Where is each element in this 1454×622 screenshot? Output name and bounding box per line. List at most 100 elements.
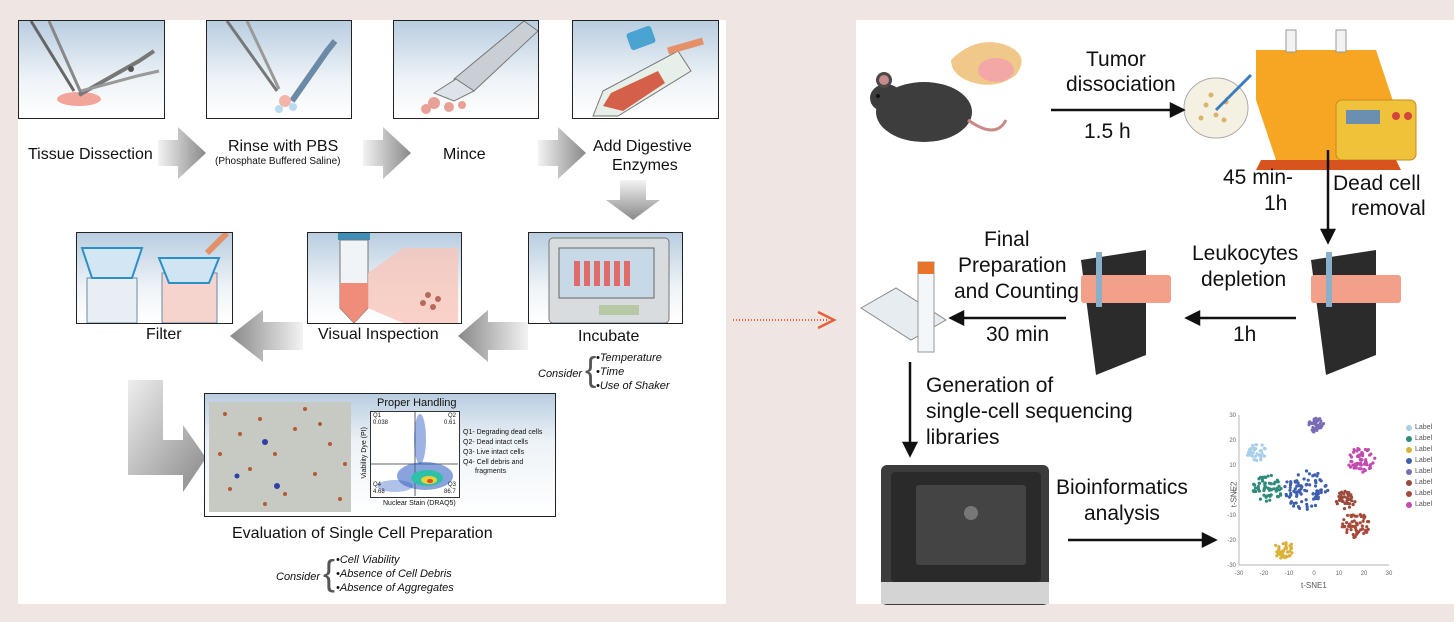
tsne-point bbox=[1251, 443, 1255, 448]
tsne-point bbox=[1314, 420, 1318, 424]
tsne-point bbox=[1358, 453, 1362, 457]
quadrant-q4: Q4 bbox=[373, 482, 382, 488]
tsne-point bbox=[1284, 541, 1288, 545]
tsne-point bbox=[1305, 507, 1309, 511]
incubate-consider-item-2: •Time bbox=[596, 366, 625, 378]
tsne-point bbox=[1373, 456, 1377, 460]
tsne-point bbox=[1359, 528, 1363, 532]
evaluation-consider-item-2: •Absence of Cell Debris bbox=[336, 568, 452, 580]
tsne-point bbox=[1269, 493, 1273, 497]
tsne-point bbox=[1273, 480, 1277, 484]
tsne-y-tick: -30 bbox=[1227, 563, 1236, 569]
right-workflow-panel: Tumor dissociation 1.5 h 45 min- 1h Dead… bbox=[856, 20, 1454, 605]
tsne-point bbox=[1254, 443, 1258, 447]
quadrant-legend-2: Q2- Dead intact cells bbox=[463, 439, 528, 446]
tsne-point bbox=[1308, 483, 1312, 487]
tsne-point bbox=[1343, 501, 1347, 506]
tumor-label-1: Tumor bbox=[1086, 48, 1146, 71]
step-tissue-dissection-label: Tissue Dissection bbox=[28, 146, 153, 163]
tsne-point bbox=[1316, 471, 1320, 476]
tsne-point bbox=[1358, 462, 1362, 466]
tumor-time: 1.5 h bbox=[1084, 120, 1131, 143]
tsne-point bbox=[1366, 448, 1370, 452]
tsne-point bbox=[1275, 489, 1279, 493]
tsne-point bbox=[1311, 474, 1315, 478]
tsne-point bbox=[1315, 474, 1319, 478]
incubate-image bbox=[528, 232, 683, 324]
generation-label-1: Generation of bbox=[926, 374, 1054, 397]
tsne-point bbox=[1305, 505, 1309, 509]
tsne-point bbox=[1345, 528, 1349, 532]
evaluation-consider-label: Consider bbox=[276, 571, 321, 583]
tsne-point bbox=[1362, 516, 1366, 520]
tsne-y-tick: 20 bbox=[1229, 438, 1236, 444]
tsne-point bbox=[1343, 495, 1347, 499]
tsne-point bbox=[1341, 524, 1346, 529]
tsne-point bbox=[1312, 417, 1316, 421]
evaluation-consider-item-3: •Absence of Aggregates bbox=[336, 582, 454, 594]
tsne-legend-item: Label bbox=[1406, 477, 1432, 488]
tsne-point bbox=[1326, 488, 1330, 493]
tsne-point bbox=[1285, 480, 1289, 484]
tsne-point bbox=[1347, 502, 1352, 506]
incubate-consider-brace: { bbox=[585, 351, 597, 389]
tsne-legend-item: Label bbox=[1406, 422, 1432, 433]
arrow-left-1 bbox=[458, 310, 528, 362]
tsne-point bbox=[1275, 478, 1280, 482]
tsne-point bbox=[1265, 494, 1269, 498]
tsne-point bbox=[1353, 524, 1357, 528]
tsne-point bbox=[1347, 524, 1352, 529]
enzymes-image bbox=[572, 20, 719, 119]
tsne-point bbox=[1248, 452, 1252, 456]
tsne-legend-item: Label bbox=[1406, 499, 1432, 510]
tsne-point bbox=[1296, 473, 1300, 477]
tumor-label-2: dissociation bbox=[1066, 73, 1176, 96]
tsne-legend-item: Label bbox=[1406, 433, 1432, 444]
incubate-consider-label: Consider bbox=[538, 368, 583, 380]
tsne-point bbox=[1313, 484, 1318, 488]
quadrant-q3-value: 86.7 bbox=[444, 489, 456, 495]
tsne-point bbox=[1353, 462, 1357, 466]
tsne-point bbox=[1284, 492, 1288, 497]
tsne-point bbox=[1355, 449, 1359, 453]
arrow-down-enzymes bbox=[606, 180, 660, 220]
tsne-point bbox=[1286, 550, 1290, 554]
tsne-point bbox=[1277, 484, 1281, 488]
tsne-point bbox=[1253, 458, 1257, 462]
magnetic-separator-icon-2 bbox=[1081, 250, 1171, 375]
tsne-point bbox=[1342, 506, 1347, 511]
tsne-x-tick: 20 bbox=[1361, 571, 1368, 577]
tsne-point bbox=[1291, 504, 1296, 508]
tsne-point bbox=[1289, 546, 1294, 550]
evaluation-box: Proper Handling Viability Dye (PI) Nucle… bbox=[204, 393, 556, 517]
tsne-point bbox=[1349, 455, 1354, 459]
tsne-point bbox=[1352, 519, 1356, 523]
final-label-3: and Counting bbox=[954, 280, 1079, 303]
evaluation-consider-item-1: •Cell Viability bbox=[336, 554, 400, 566]
tsne-point bbox=[1294, 501, 1298, 505]
tsne-point bbox=[1252, 482, 1256, 486]
tsne-x-tick: 10 bbox=[1336, 571, 1343, 577]
step-enzymes-label-2: Enzymes bbox=[612, 157, 678, 174]
tsne-point bbox=[1310, 421, 1314, 426]
tsne-legend-item: Label bbox=[1406, 455, 1432, 466]
tsne-point bbox=[1262, 493, 1266, 497]
tsne-point bbox=[1259, 448, 1264, 453]
tsne-legend-item: Label bbox=[1406, 444, 1432, 455]
tsne-point bbox=[1266, 486, 1270, 490]
tsne-point bbox=[1353, 514, 1357, 518]
tsne-point bbox=[1314, 423, 1318, 427]
tsne-point bbox=[1351, 503, 1355, 507]
tsne-point bbox=[1362, 531, 1366, 536]
tsne-point bbox=[1262, 487, 1266, 491]
tube-magnifier-illustration bbox=[338, 233, 458, 323]
tsne-point bbox=[1340, 495, 1344, 499]
tsne-point bbox=[1295, 484, 1299, 488]
tsne-x-tick: -30 bbox=[1235, 571, 1244, 577]
incubate-consider-item-3: •Use of Shaker bbox=[596, 380, 670, 392]
mince-image bbox=[393, 20, 539, 119]
tsne-point bbox=[1275, 554, 1279, 558]
process-arrows bbox=[128, 127, 660, 492]
quadrant-q2: Q2 bbox=[448, 413, 457, 419]
